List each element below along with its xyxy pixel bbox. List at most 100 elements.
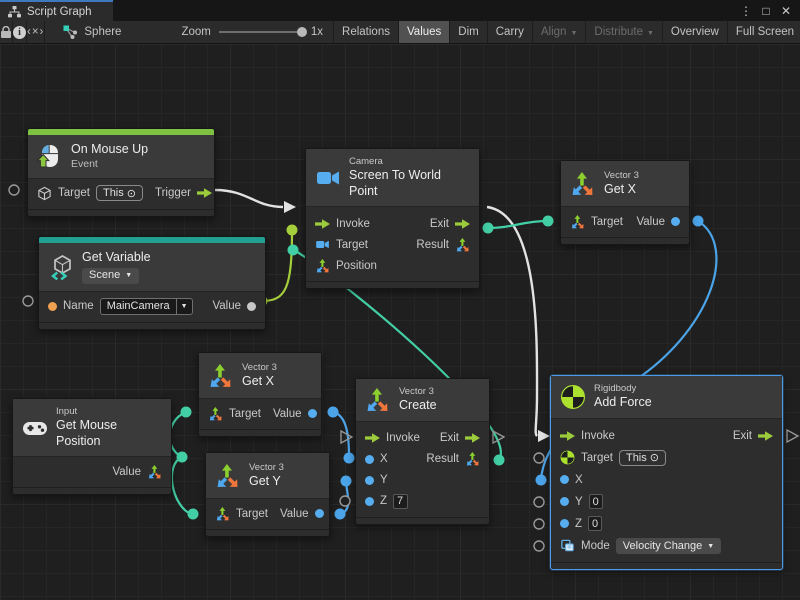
toolbar-button-fullscreen[interactable]: Full Screen: [727, 21, 800, 43]
float-port[interactable]: [671, 217, 680, 226]
node-header: Camera Screen To World Point: [306, 149, 479, 207]
vector3-icon[interactable]: [455, 237, 470, 252]
graph-node-icon: [63, 25, 78, 39]
node-get-x-top[interactable]: Vector 3 Get X Target Value: [560, 160, 690, 245]
float-port[interactable]: [560, 519, 569, 528]
rigidbody-mini-icon[interactable]: [560, 450, 575, 465]
node-get-y[interactable]: Vector 3 Get Y Target Value: [205, 452, 330, 537]
vector3-icon[interactable]: [315, 258, 330, 273]
variable-name-combo[interactable]: MainCamera ▼: [100, 298, 193, 315]
toolbar-button-relations[interactable]: Relations: [333, 21, 398, 43]
tab-script-graph[interactable]: Script Graph: [0, 0, 113, 21]
camera-mini-icon[interactable]: [315, 237, 330, 252]
port-label-y: Y: [575, 496, 583, 508]
inspect-icon: ‹×›: [27, 26, 44, 38]
mode-dropdown[interactable]: Velocity Change ▼: [616, 538, 721, 554]
node-caption: Vector 3: [399, 386, 437, 398]
chevron-down-icon: ▼: [707, 543, 714, 550]
float-port[interactable]: [308, 409, 317, 418]
chevron-down-icon: ▼: [176, 299, 192, 314]
node-create-vector3[interactable]: Vector 3 Create Invoke Exit X Result: [355, 378, 490, 525]
z-value-field[interactable]: [588, 516, 602, 531]
node-add-force[interactable]: Rigidbody Add Force Invoke Exit Target: [550, 375, 783, 570]
maximize-icon[interactable]: □: [758, 4, 774, 18]
toolbar-button-carry[interactable]: Carry: [487, 21, 532, 43]
port-label-mode: Mode: [581, 540, 610, 552]
toolbar-button-overview[interactable]: Overview: [662, 21, 727, 43]
zoom-slider-knob[interactable]: [297, 27, 307, 37]
vector3-icon[interactable]: [465, 452, 480, 467]
y-value-field[interactable]: [589, 494, 603, 509]
variable-scope-dropdown[interactable]: Scene ▼: [82, 268, 139, 284]
wire-exit-to-addforce-invoke[interactable]: [487, 207, 537, 436]
info-button[interactable]: i: [13, 21, 27, 43]
float-port[interactable]: [365, 497, 374, 506]
node-title: Get Variable: [82, 250, 151, 266]
wire-mouse-to-gety-target[interactable]: [172, 457, 191, 514]
wire-trigger-to-invoke[interactable]: [215, 190, 283, 207]
toolbar-button-distribute[interactable]: Distribute ▼: [585, 21, 662, 43]
toolbar-button-dim[interactable]: Dim: [449, 21, 486, 43]
close-icon[interactable]: ✕: [778, 4, 794, 18]
toolbar-button-values[interactable]: Values: [398, 21, 449, 43]
float-port[interactable]: [365, 455, 374, 464]
flow-arrow-icon[interactable]: [197, 188, 212, 198]
port-label-target: Target: [58, 187, 90, 199]
chip-label: This: [103, 187, 124, 199]
float-port[interactable]: [315, 509, 324, 518]
z-value-field[interactable]: [393, 494, 408, 509]
value-port[interactable]: [247, 302, 256, 311]
vector3-icon[interactable]: [147, 464, 162, 479]
vector3-icon: [570, 171, 596, 197]
node-get-mouse-position[interactable]: Input Get Mouse Position Value: [12, 398, 172, 495]
float-port[interactable]: [365, 476, 374, 485]
port-label-invoke: Invoke: [386, 432, 420, 444]
this-object-chip[interactable]: This ⊙: [96, 185, 143, 201]
node-title: Screen To World Point: [349, 168, 469, 199]
rigidbody-icon: [560, 384, 586, 410]
wire-camera-result-to-getx-target[interactable]: [488, 221, 546, 228]
flow-arrow-icon[interactable]: [365, 433, 380, 443]
string-port[interactable]: [48, 302, 57, 311]
node-get-x-mid[interactable]: Vector 3 Get X Target Value: [198, 352, 322, 437]
graph-canvas[interactable]: On Mouse Up Event Target This ⊙ Trigger: [0, 44, 800, 600]
vector3-icon[interactable]: [570, 214, 585, 229]
port-label-value: Value: [280, 508, 309, 520]
node-footer: [206, 529, 329, 536]
node-screen-to-world-point[interactable]: Camera Screen To World Point Invoke Exit…: [305, 148, 480, 289]
node-title: On Mouse Up: [71, 142, 148, 158]
graph-breadcrumb[interactable]: Sphere: [45, 21, 131, 43]
window-menu-icon[interactable]: ⋮: [738, 4, 754, 18]
toolbar-button-align[interactable]: Align ▼: [532, 21, 586, 43]
flow-arrow-icon[interactable]: [465, 433, 480, 443]
float-port[interactable]: [560, 475, 569, 484]
vector3-icon[interactable]: [208, 406, 223, 421]
port-label-position: Position: [336, 260, 377, 272]
port-label-name: Name: [63, 300, 94, 312]
port-label-target: Target: [336, 239, 368, 251]
vector3-icon[interactable]: [215, 506, 230, 521]
zoom-slider[interactable]: [219, 31, 303, 33]
port-label-result: Result: [426, 453, 459, 465]
inspect-button[interactable]: ‹×›: [27, 21, 45, 43]
wire-variable-to-camera-target[interactable]: [262, 230, 292, 301]
node-get-variable[interactable]: Get Variable Scene ▼ Name MainCamera ▼: [38, 236, 266, 330]
enum-icon[interactable]: [560, 538, 575, 553]
zoom-value: 1x: [311, 26, 323, 38]
node-caption: Camera: [349, 156, 469, 168]
node-footer: [551, 562, 782, 569]
node-on-mouse-up[interactable]: On Mouse Up Event Target This ⊙ Trigger: [27, 128, 215, 217]
flow-arrow-icon[interactable]: [455, 219, 470, 229]
flow-arrow-icon[interactable]: [758, 431, 773, 441]
flow-arrow-icon[interactable]: [315, 219, 330, 229]
node-header: Vector 3 Create: [356, 379, 489, 422]
port-label-value: Value: [212, 300, 241, 312]
port-label-z: Z: [380, 495, 387, 507]
flow-arrow-icon[interactable]: [560, 431, 575, 441]
this-object-chip[interactable]: This ⊙: [619, 450, 666, 466]
lock-button[interactable]: [0, 21, 13, 43]
vector3-icon: [208, 363, 234, 389]
float-port[interactable]: [560, 497, 569, 506]
lock-icon: [0, 26, 12, 39]
